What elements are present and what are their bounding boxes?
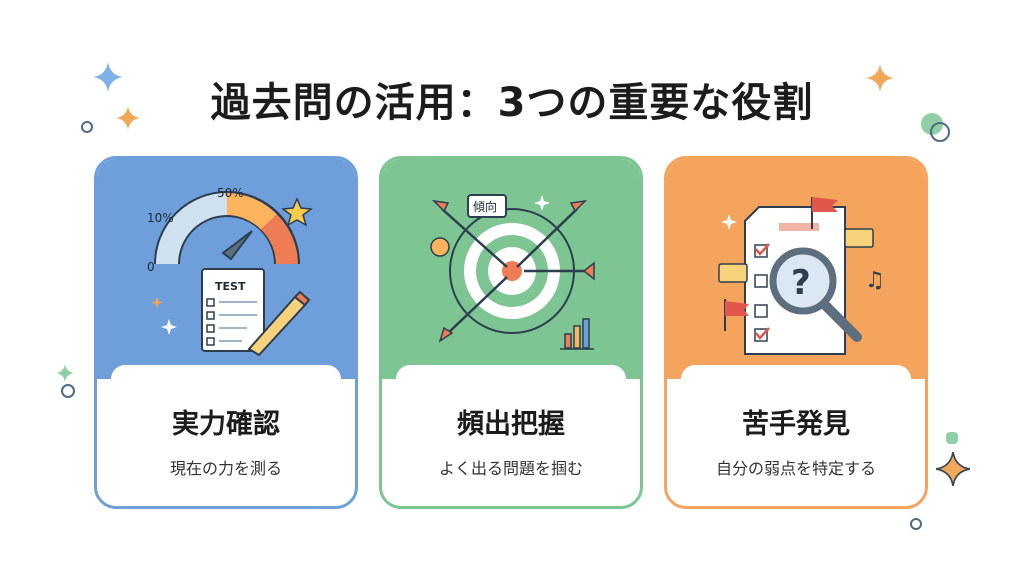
question-mark-icon: ?: [791, 263, 811, 303]
gauge-test-illustration: 0 10% 50% TEST: [147, 186, 313, 357]
card-weakness-discovery: ? ♫ 苦手発見 自分の弱点を特定する: [664, 156, 928, 509]
card-title: 実力確認: [172, 409, 280, 440]
circle-icon: [61, 384, 75, 398]
doc-label: TEST: [215, 280, 246, 293]
card-trend-grasp: 傾向 頻出把握 よく出る問題を掴む: [379, 156, 643, 509]
trend-tag: 傾向: [473, 199, 497, 214]
card-skill-check: 0 10% 50% TEST 実力確認 現在の力を測る: [94, 156, 358, 509]
magnifier-document-illustration: ? ♫: [718, 197, 885, 355]
flag-icon: [811, 197, 838, 229]
sparkle-icon: [936, 452, 970, 486]
circle-icon: [910, 518, 922, 530]
pie-chart-icon: [430, 237, 450, 257]
card-subtitle: よく出る問題を掴む: [438, 459, 583, 478]
sparkle-icon: [56, 364, 74, 382]
music-note-icon: ♫: [865, 268, 885, 293]
card-title: 苦手発見: [742, 409, 850, 440]
card-title: 頻出把握: [457, 409, 565, 440]
speech-bubble-icon: [718, 263, 748, 283]
gauge-label-50: 50%: [217, 186, 244, 200]
speech-bubble-icon: [844, 228, 874, 248]
gauge-label-0: 0: [147, 260, 155, 274]
page-title: 過去問の活用：3つの重要な役割: [210, 80, 814, 126]
star-icon: [281, 197, 313, 227]
dot-icon: [946, 432, 958, 444]
card-subtitle: 自分の弱点を特定する: [715, 459, 876, 478]
circles-icon: [921, 113, 950, 142]
sparkle-icon: [866, 64, 894, 92]
card-subtitle: 現在の力を測る: [169, 459, 282, 478]
sparkle-icon: [116, 106, 140, 130]
circle-icon: [81, 121, 93, 133]
flag-icon: [724, 299, 749, 331]
gauge-label-10: 10%: [147, 211, 174, 225]
target-arrows-illustration: 傾向: [430, 194, 595, 350]
bar-chart-icon: [560, 318, 594, 350]
sparkle-icon: [93, 62, 123, 92]
